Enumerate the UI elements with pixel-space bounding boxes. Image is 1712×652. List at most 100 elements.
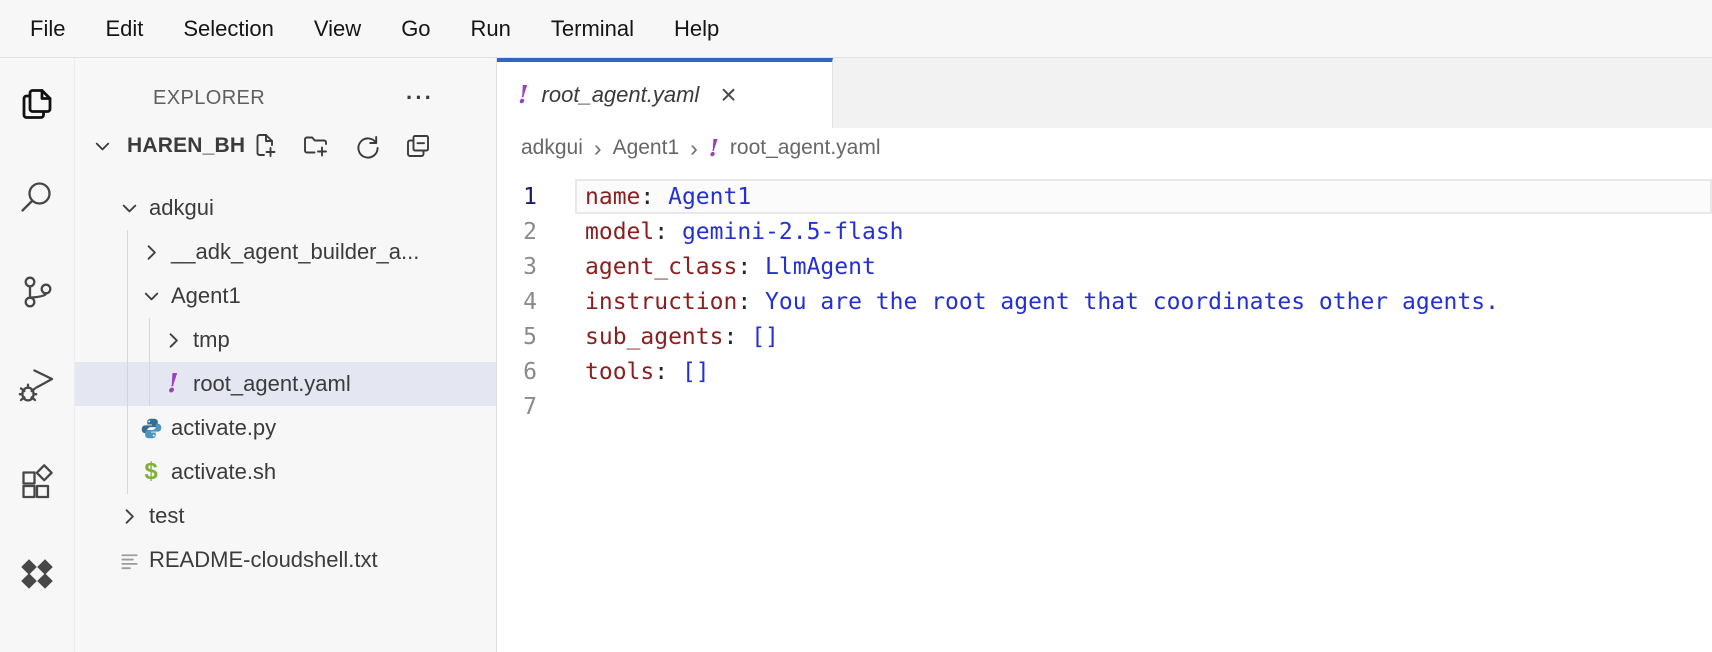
tree-item-readme-cloudshell-txt[interactable]: README-cloudshell.txt [75,538,496,582]
tree-item-label: tmp [193,327,230,352]
yaml-key: model [585,218,655,245]
line-number: 7 [523,393,537,420]
tree-item-label: activate.py [171,415,277,440]
line-number: 4 [523,288,537,315]
refresh-icon[interactable] [353,132,381,160]
source-control-icon[interactable] [17,272,57,312]
tab-bar: ! root_agent.yaml × [497,58,1712,128]
yaml-colon: : [654,358,682,385]
yaml-value: Agent1 [668,183,752,210]
line-content[interactable]: model: gemini-2.5-flash [575,214,1712,249]
tree-item-agent1[interactable]: Agent1 [75,274,496,318]
tree-item-adkgui[interactable]: adkgui [75,186,496,230]
extensions-icon[interactable] [17,460,57,500]
run-debug-icon[interactable] [17,366,57,406]
yaml-value: LlmAgent [765,253,876,280]
activity-bar [0,58,75,652]
code-line-5[interactable]: 5 sub_agents: [] [497,319,1712,354]
breadcrumb-separator: › [593,134,602,161]
explorer-icon[interactable] [17,84,57,124]
yaml-key: name [585,183,641,210]
yaml-key: tools [585,358,655,385]
more-actions-icon[interactable]: ··· [406,85,434,110]
tree-item-test[interactable]: test [75,494,496,538]
menu-item-file[interactable]: File [30,15,66,41]
workspace-actions [251,132,432,160]
tab-label: root_agent.yaml [541,82,700,107]
menu-item-run[interactable]: Run [470,15,511,41]
yaml-colon: : [640,183,669,210]
line-content[interactable]: sub_agents: [] [575,319,1712,354]
line-content[interactable]: name: Agent1 [575,179,1712,214]
line-content[interactable] [575,389,1712,424]
breadcrumb-separator: › [690,134,698,161]
tree-item-label: adkgui [149,195,214,220]
menu-item-help[interactable]: Help [674,15,720,41]
code-line-1[interactable]: 1 name: Agent1 [497,179,1712,214]
tree-item-root-agent-yaml[interactable]: ! root_agent.yaml [75,362,496,406]
gemini-icon[interactable] [17,554,57,594]
chevron-right-icon[interactable] [160,327,186,353]
txt-icon [116,547,142,573]
python-icon [138,415,164,441]
breadcrumb-item-agent1[interactable]: Agent1 [612,136,680,159]
yaml-value: [] [751,323,779,350]
yaml-warning-icon: ! [518,80,529,109]
line-number: 5 [523,323,537,350]
new-folder-icon[interactable] [302,132,330,160]
indent-guide [149,318,150,406]
code-line-6[interactable]: 6 tools: [] [497,354,1712,389]
chevron-down-icon[interactable] [89,133,115,159]
yaml-warning-icon: ! [708,134,719,162]
workbench: EXPLORER ··· HAREN_BH adkgui__adk_agent_… [0,58,1712,652]
yaml-value: You are the root agent that coordinates … [765,288,1499,315]
yaml-value: gemini-2.5-flash [681,218,904,245]
menu-item-view[interactable]: View [313,15,362,41]
menu-item-go[interactable]: Go [401,15,431,41]
yaml-value: [] [681,358,710,385]
tree-item-tmp[interactable]: tmp [75,318,496,362]
code-line-3[interactable]: 3 agent_class: LlmAgent [497,249,1712,284]
tree-item-label: Agent1 [171,283,241,308]
chevron-right-icon[interactable] [116,503,142,529]
tree-item-adk-agent-builder-a[interactable]: __adk_agent_builder_a... [75,230,496,274]
close-icon[interactable]: × [720,79,737,110]
tree-item-label: test [149,503,185,528]
line-content[interactable]: agent_class: LlmAgent [575,249,1712,284]
tree-item-activate-sh[interactable]: $activate.sh [75,450,496,494]
chevron-down-icon[interactable] [138,283,164,309]
menu-item-edit[interactable]: Edit [105,15,144,41]
line-content[interactable]: instruction: You are the root agent that… [575,284,1712,319]
shell-icon: $ [144,458,158,485]
tree-item-label: root_agent.yaml [193,371,351,396]
breadcrumb-item-adkgui[interactable]: adkgui [521,136,583,159]
workspace-name: HAREN_BH [127,134,246,157]
yaml-warn-icon: ! [167,369,179,399]
chevron-down-icon[interactable] [116,195,142,221]
collapse-all-icon[interactable] [404,132,432,160]
line-number: 3 [523,253,537,280]
yaml-key: instruction [585,288,738,315]
line-number: 6 [523,358,537,385]
tab-root-agent-yaml[interactable]: ! root_agent.yaml × [497,58,833,128]
new-file-icon[interactable] [251,132,279,160]
yaml-colon: : [654,218,682,245]
yaml-colon: : [737,253,766,280]
menu-item-terminal[interactable]: Terminal [550,15,635,41]
chevron-right-icon[interactable] [138,239,164,265]
tree-item-activate-py[interactable]: activate.py [75,406,496,450]
line-content[interactable]: tools: [] [575,354,1712,389]
code-line-4[interactable]: 4 instruction: You are the root agent tha… [497,284,1712,319]
tree-item-label: README-cloudshell.txt [149,547,378,572]
yaml-colon: : [737,288,766,315]
code-line-7[interactable]: 7 [497,389,1712,424]
breadcrumb-item-root-agent-yaml[interactable]: root_agent.yaml [729,136,881,159]
menu-item-selection[interactable]: Selection [183,15,274,41]
line-number: 1 [523,183,537,210]
workspace-row[interactable]: HAREN_BH [75,124,496,168]
search-icon[interactable] [17,178,57,218]
menu-bar: File Edit Selection View Go Run Terminal Help [0,0,1712,58]
explorer-sidebar: EXPLORER ··· HAREN_BH adkgui__adk_agent_… [75,58,497,652]
